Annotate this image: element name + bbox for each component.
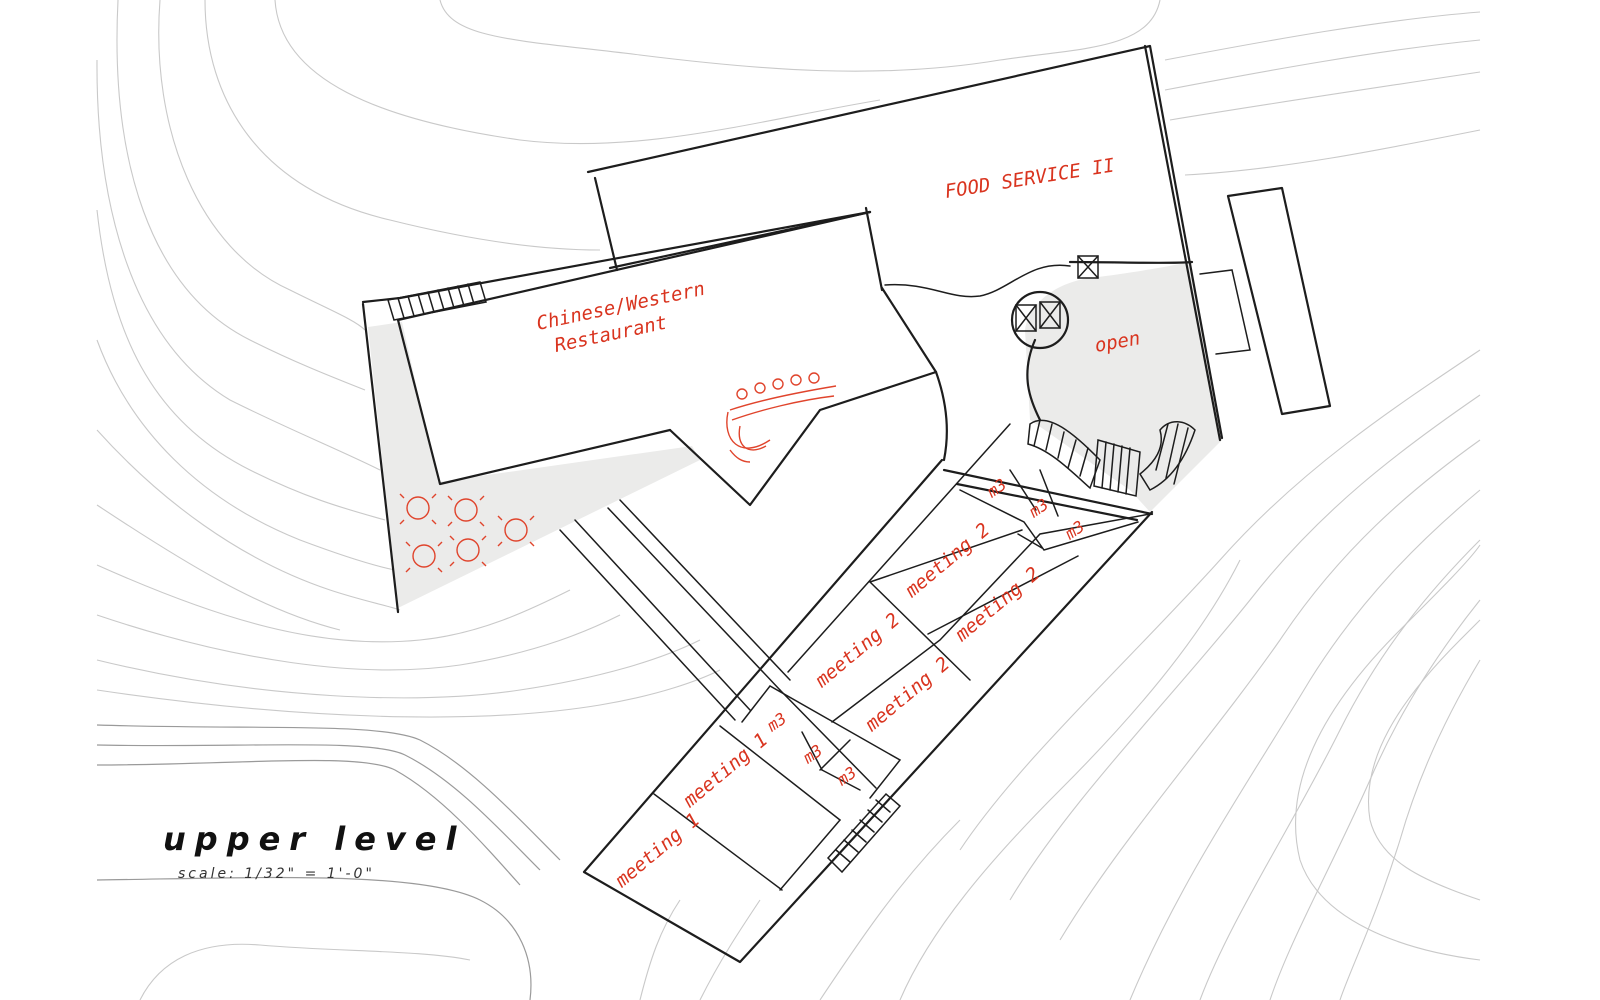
label-m3: m3 [763,709,790,736]
terrace-shading [368,262,1222,608]
topographic-contours [96,0,1481,1000]
walkway-bridge [559,499,791,721]
label-m3: m3 [799,741,826,768]
drawing-scale: scale: 1/32" = 1'-0" [178,866,375,882]
label-meeting-1: meeting 1 [610,809,704,893]
building-walls [361,44,1332,964]
label-meeting-2: meeting 2 [950,563,1044,647]
furniture-sketch [399,372,837,573]
label-meeting-1: meeting 1 [678,729,772,813]
meeting-room-partitions [653,423,1151,891]
stairs [387,281,1196,874]
label-meeting-2: meeting 2 [810,609,904,693]
drawing-title: upper level [163,820,466,858]
label-m3: m3 [1061,517,1088,544]
bar-counter [726,372,837,463]
table-set [399,493,535,573]
label-food-service: FOOD SERVICE II [943,154,1116,203]
